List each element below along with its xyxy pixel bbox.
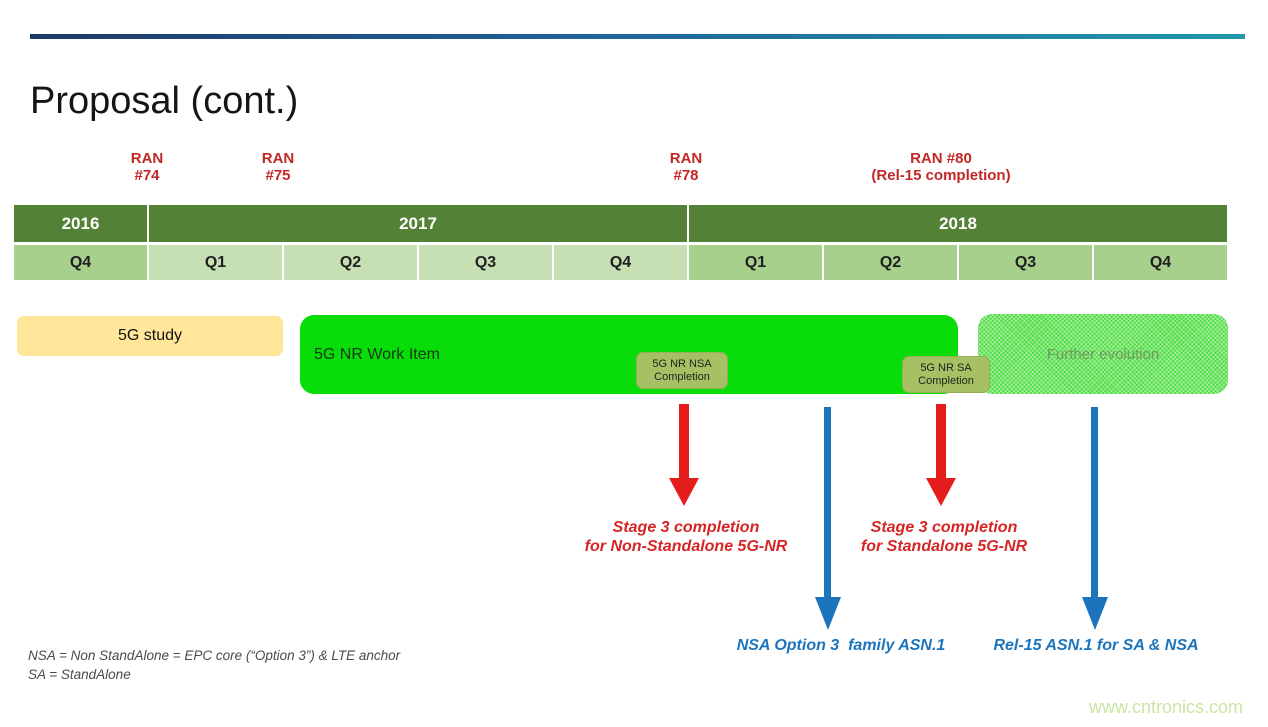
tag-line2: Completion (654, 370, 710, 383)
tag-line1: 5G NR SA (920, 361, 972, 374)
tag-line1: 5G NR NSA (652, 357, 712, 370)
red-arrow-nsa-head-icon (669, 478, 699, 506)
watermark: www.cntronics.com (1088, 697, 1243, 717)
tag-line2: Completion (918, 374, 974, 387)
milestone-line1: RAN (130, 150, 164, 167)
callout-line2: for Non-Standalone 5G-NR (584, 538, 788, 555)
title-accent-rule (30, 34, 1245, 39)
quarter-cell-2018-q4: Q4 (1094, 245, 1227, 280)
year-header-2016: 2016 (14, 205, 147, 242)
milestone-ran-78: RAN #78 (670, 150, 703, 184)
quarter-cell-2017-q4: Q4 (554, 245, 687, 280)
callout-stage3-sa: Stage 3 completion for Standalone 5G-NR (861, 518, 1027, 556)
callout-line2: for Standalone 5G-NR (860, 538, 1028, 555)
gantt-bar-further-evolution: Further evolution (978, 314, 1228, 394)
callout-stage3-nsa: Stage 3 completion for Non-Standalone 5G… (585, 518, 788, 556)
callout-rel15-asn1: Rel-15 ASN.1 for SA & NSA (993, 637, 1199, 654)
gantt-bar-5g-study: 5G study (17, 316, 283, 356)
milestone-line2: #75 (265, 167, 291, 184)
quarter-cell-2018-q2: Q2 (824, 245, 957, 280)
footnotes: NSA = Non StandAlone = EPC core (“Option… (28, 646, 400, 684)
page-title: Proposal (cont.) (30, 80, 299, 122)
milestone-line1: RAN (669, 150, 703, 167)
red-arrow-sa-shaft (936, 404, 946, 478)
blue-arrow-nsa-asn1-head-icon (815, 597, 841, 630)
milestone-line2: #74 (134, 167, 160, 184)
tag-sa-completion: 5G NR SA Completion (902, 356, 990, 393)
quarter-cell-2016-q4: Q4 (14, 245, 147, 280)
year-header-2018: 2018 (689, 205, 1227, 242)
quarter-cell-2017-q3: Q3 (419, 245, 552, 280)
milestone-line1: RAN (261, 150, 295, 167)
red-arrow-sa-head-icon (926, 478, 956, 506)
gantt-bar-5g-nr-work-item: 5G NR Work Item (300, 315, 958, 394)
milestone-line1: RAN #80 (910, 150, 972, 167)
milestone-ran-75: RAN #75 (262, 150, 295, 184)
callout-line1: Stage 3 completion (612, 519, 760, 536)
milestone-line2: (Rel-15 completion) (871, 167, 1011, 184)
blue-arrow-rel15-asn1-head-icon (1082, 597, 1108, 630)
year-header-2017: 2017 (149, 205, 687, 242)
tag-nsa-completion: 5G NR NSA Completion (636, 352, 728, 389)
callout-line1: Stage 3 completion (870, 519, 1018, 536)
quarter-cell-2017-q1: Q1 (149, 245, 282, 280)
footnote-sa: SA = StandAlone (28, 667, 131, 682)
blue-arrow-nsa-asn1-shaft (824, 407, 831, 597)
callout-nsa-asn1: NSA Option 3 family ASN.1 (736, 637, 946, 654)
milestone-line2: #78 (673, 167, 699, 184)
footnote-nsa: NSA = Non StandAlone = EPC core (“Option… (28, 648, 401, 663)
timeline-table: 2016 2017 2018 Q4 Q1 Q2 Q3 Q4 Q1 Q2 Q3 Q… (14, 205, 1227, 280)
milestone-ran-80: RAN #80 (Rel-15 completion) (871, 150, 1010, 184)
quarter-cell-2017-q2: Q2 (284, 245, 417, 280)
milestone-ran-74: RAN #74 (131, 150, 164, 184)
blue-arrow-rel15-asn1-shaft (1091, 407, 1098, 597)
quarter-cell-2018-q1: Q1 (689, 245, 822, 280)
quarter-cell-2018-q3: Q3 (959, 245, 1092, 280)
red-arrow-nsa-shaft (679, 404, 689, 478)
